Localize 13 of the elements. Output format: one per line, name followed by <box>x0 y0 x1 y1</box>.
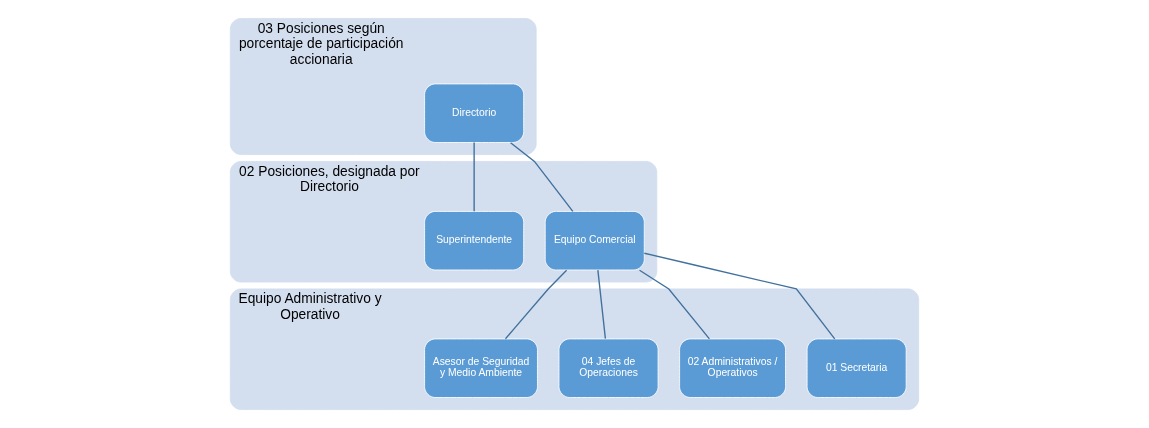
node-box: 04 Jefes de Operaciones <box>558 338 659 398</box>
node-box: 02 Administrativos / Operativos <box>679 338 786 398</box>
node-box: Equipo Comercial <box>544 211 645 271</box>
connector <box>638 269 711 340</box>
node-box: Asesor de Seguridad y Medio Ambiente <box>424 338 538 398</box>
connector <box>643 252 836 340</box>
connector <box>473 141 475 212</box>
connector <box>504 269 568 340</box>
connector <box>509 142 574 212</box>
node-box: Directorio <box>424 83 525 143</box>
node-box: Superintendente <box>424 211 525 271</box>
connector <box>597 269 607 340</box>
node-box: 01 Secretaria <box>806 338 907 398</box>
